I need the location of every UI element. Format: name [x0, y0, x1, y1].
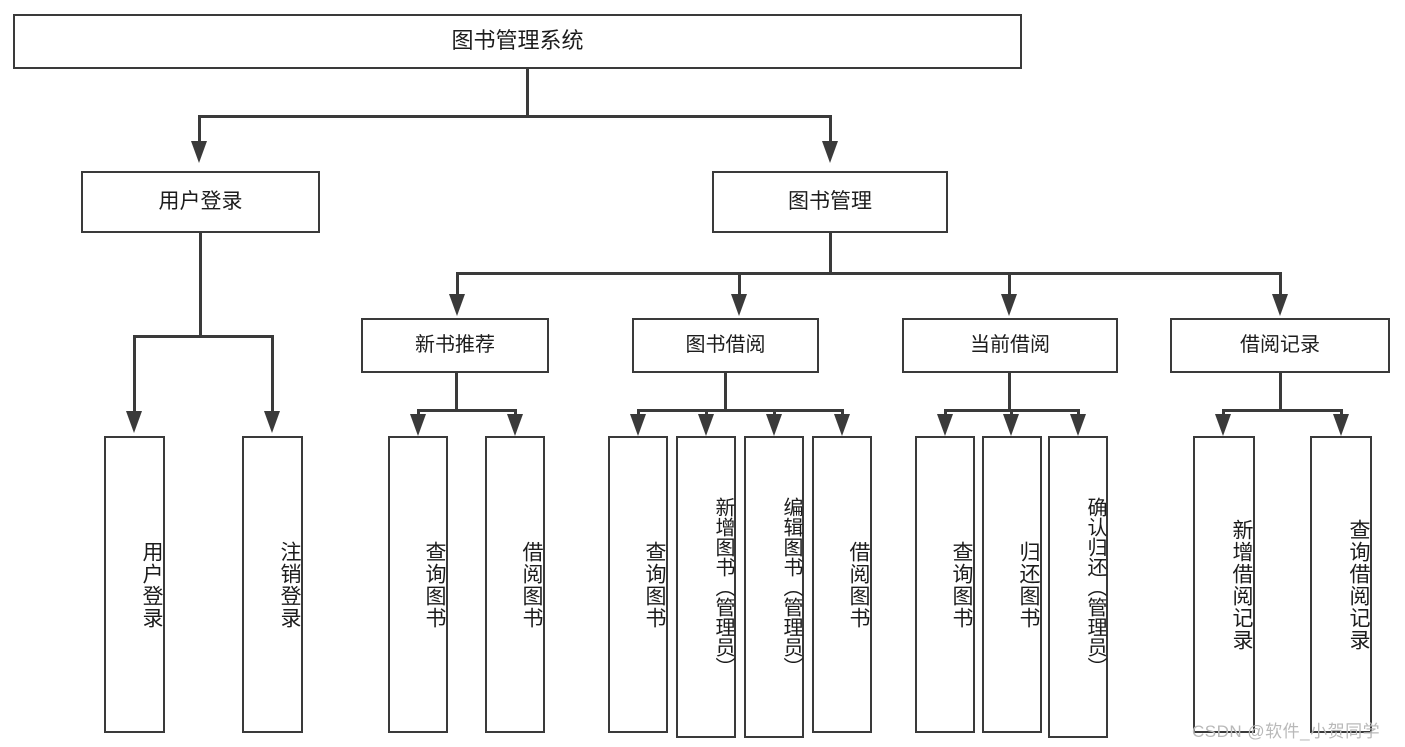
arrowhead-user-login-leaf-1 [126, 411, 142, 433]
arrowhead-nbr-leaf-1 [410, 414, 426, 436]
node-label: 编辑图书（管理员） [780, 497, 802, 677]
node-label: 图书借阅 [685, 334, 766, 357]
connector-user-login-bus [133, 335, 271, 338]
node-label: 新增借阅记录 [1230, 518, 1253, 651]
arrowhead-current-borrow [1001, 294, 1017, 316]
node-label: 借阅图书 [847, 540, 870, 629]
connector-cb-drop-2 [1010, 409, 1013, 414]
arrowhead-user-login-leaf-2 [264, 411, 280, 433]
connector-bm-drop-1 [456, 272, 459, 294]
node-leaf-add-book-admin[interactable]: 新增图书（管理员） [676, 436, 736, 738]
arrowhead-cb-leaf-3 [1070, 414, 1086, 436]
node-label: 新书推荐 [415, 334, 495, 357]
connector-bm-drop-2 [738, 272, 741, 294]
node-leaf-logout-login[interactable]: 注销登录 [242, 436, 303, 733]
connector-nbr-drop-2 [514, 409, 517, 414]
node-leaf-query-book-3[interactable]: 查询图书 [915, 436, 975, 733]
node-leaf-borrow-book-2[interactable]: 借阅图书 [812, 436, 872, 733]
node-user-login[interactable]: 用户登录 [81, 171, 320, 233]
connector-root-to-user-login [198, 115, 201, 141]
node-leaf-return-book[interactable]: 归还图书 [982, 436, 1042, 733]
node-leaf-edit-book-admin[interactable]: 编辑图书（管理员） [744, 436, 804, 738]
node-label: 当前借阅 [970, 334, 1050, 357]
connector-bb-drop-4 [841, 409, 844, 414]
node-leaf-user-login[interactable]: 用户登录 [104, 436, 165, 733]
csdn-watermark: CSDN @软件_小贺同学 [1192, 722, 1381, 741]
connector-bm-drop-4 [1279, 272, 1282, 294]
arrowhead-book-borrow [731, 294, 747, 316]
node-leaf-query-book-1[interactable]: 查询图书 [388, 436, 448, 733]
connector-user-login-drop-2 [271, 335, 274, 411]
arrowhead-bb-leaf-2 [698, 414, 714, 436]
node-label: 借阅记录 [1240, 334, 1320, 357]
connector-bb-stem [724, 373, 727, 409]
node-leaf-add-borrow-record[interactable]: 新增借阅记录 [1193, 436, 1255, 733]
connector-bb-drop-2 [705, 409, 708, 414]
arrowhead-cb-leaf-1 [937, 414, 953, 436]
node-label: 归还图书 [1017, 540, 1040, 629]
arrowhead-to-user-login [191, 141, 207, 163]
connector-nbr-stem [455, 373, 458, 409]
connector-br-drop-1 [1222, 409, 1225, 414]
connector-root-bus [198, 115, 830, 118]
arrowhead-cb-leaf-2 [1003, 414, 1019, 436]
arrowhead-bb-leaf-3 [766, 414, 782, 436]
connector-book-management-stem [829, 233, 832, 272]
node-leaf-confirm-return-admin[interactable]: 确认归还（管理员） [1048, 436, 1108, 738]
connector-bm-drop-3 [1008, 272, 1011, 294]
node-label: 查询图书 [643, 540, 666, 629]
node-leaf-query-book-2[interactable]: 查询图书 [608, 436, 668, 733]
arrowhead-to-book-management [822, 141, 838, 163]
node-label: 图书管理 [788, 190, 872, 214]
arrowhead-nbr-leaf-2 [507, 414, 523, 436]
node-borrow-record[interactable]: 借阅记录 [1170, 318, 1390, 373]
arrowhead-br-leaf-2 [1333, 414, 1349, 436]
node-label: 注销登录 [278, 540, 301, 629]
connector-br-bus [1222, 409, 1342, 412]
arrowhead-borrow-record [1272, 294, 1288, 316]
connector-bb-drop-1 [637, 409, 640, 414]
connector-root-stem [526, 69, 529, 115]
connector-cb-stem [1008, 373, 1011, 409]
node-label: 查询借阅记录 [1347, 518, 1370, 651]
arrowhead-br-leaf-1 [1215, 414, 1231, 436]
node-leaf-borrow-book-1[interactable]: 借阅图书 [485, 436, 545, 733]
node-current-borrow[interactable]: 当前借阅 [902, 318, 1118, 373]
connector-br-drop-2 [1340, 409, 1343, 414]
connector-cb-drop-1 [944, 409, 947, 414]
node-label: 确认归还（管理员） [1084, 497, 1106, 677]
node-label: 用户登录 [158, 190, 243, 214]
connector-nbr-bus [417, 409, 515, 412]
connector-user-login-drop-1 [133, 335, 136, 411]
connector-root-to-book-management [829, 115, 832, 141]
connector-book-management-bus [456, 272, 1281, 275]
arrowhead-bb-leaf-1 [630, 414, 646, 436]
node-label: 用户登录 [140, 540, 163, 629]
node-label: 查询图书 [950, 540, 973, 629]
node-root-system[interactable]: 图书管理系统 [13, 14, 1022, 69]
node-book-management[interactable]: 图书管理 [712, 171, 948, 233]
connector-bb-bus [637, 409, 843, 412]
node-new-book-recommend[interactable]: 新书推荐 [361, 318, 549, 373]
node-label: 新增图书（管理员） [712, 497, 734, 677]
connector-bb-drop-3 [773, 409, 776, 414]
arrowhead-new-book-recommend [449, 294, 465, 316]
node-label: 借阅图书 [520, 540, 543, 629]
node-label: 图书管理系统 [451, 28, 584, 54]
node-label: 查询图书 [423, 540, 446, 629]
node-book-borrow[interactable]: 图书借阅 [632, 318, 819, 373]
connector-nbr-drop-1 [417, 409, 420, 414]
arrowhead-bb-leaf-4 [834, 414, 850, 436]
node-leaf-query-borrow-record[interactable]: 查询借阅记录 [1310, 436, 1372, 733]
connector-user-login-stem [199, 233, 202, 335]
connector-br-stem [1279, 373, 1282, 409]
connector-cb-drop-3 [1077, 409, 1080, 414]
